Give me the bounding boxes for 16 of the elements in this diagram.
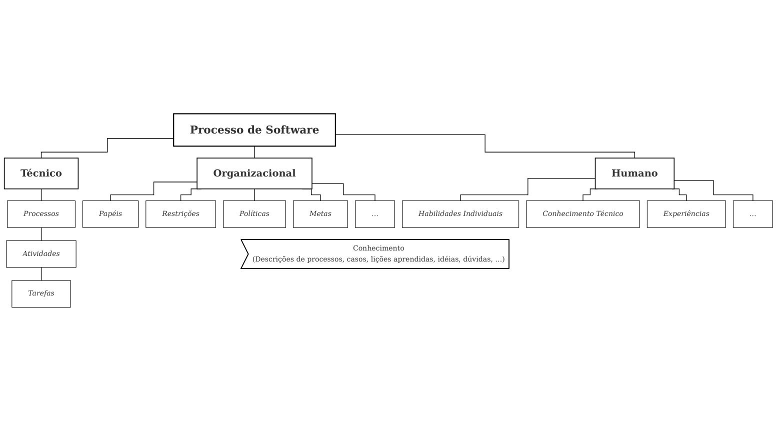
- node-box: Processo de Software: [173, 113, 336, 147]
- connector: [40, 138, 174, 158]
- connector: [254, 188, 255, 202]
- connector: [582, 188, 598, 202]
- connector: [40, 188, 42, 202]
- connector: [460, 178, 596, 202]
- node-box: Humano: [594, 158, 675, 190]
- connector: [674, 180, 754, 202]
- connector: [40, 227, 42, 241]
- connector: [312, 183, 376, 202]
- connector: [40, 267, 42, 281]
- connector: [335, 134, 636, 158]
- connector: [110, 182, 198, 202]
- connector: [254, 146, 255, 158]
- node-box: Técnico: [4, 158, 79, 190]
- node-box: Organizacional: [196, 158, 312, 190]
